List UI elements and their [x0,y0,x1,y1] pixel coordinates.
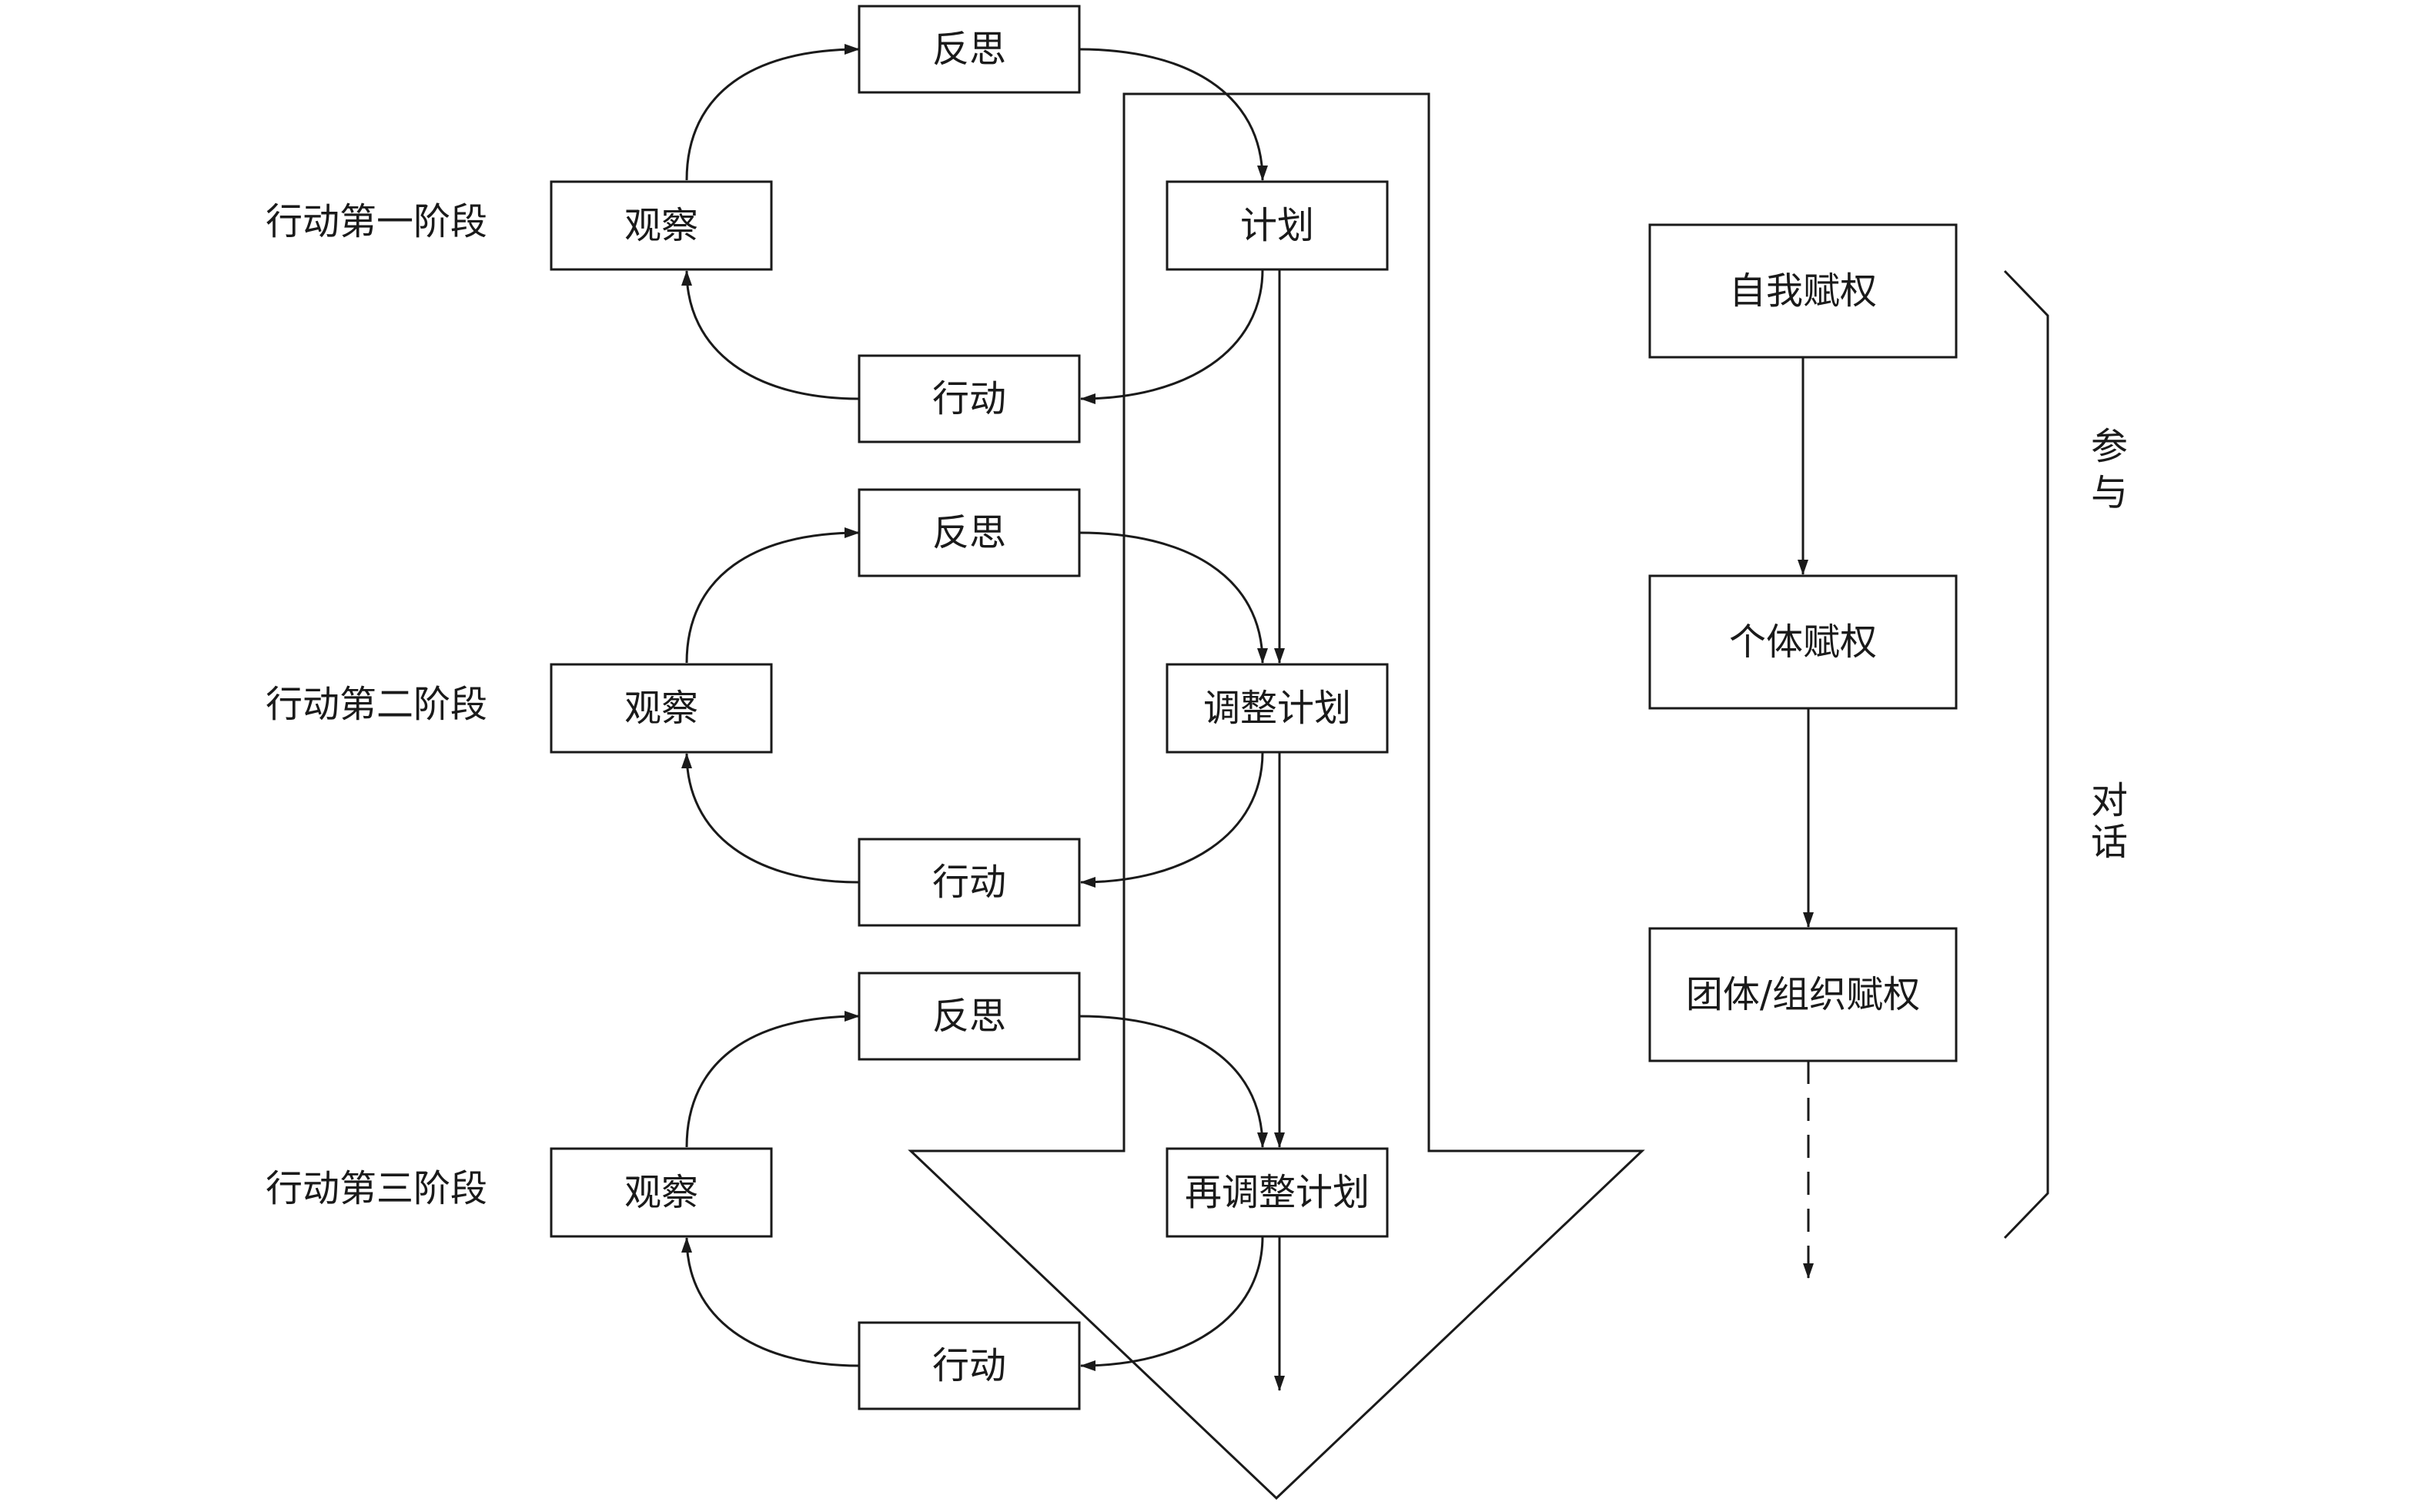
arrow-observe-to-reflect [685,527,860,664]
arrow-act-to-observe [681,270,860,400]
act-label-1: 行动 [932,377,1006,420]
arrow-reflect-to-plan [1079,48,1268,181]
plan-box-3 [1166,1147,1389,1238]
empowerment-label-group: 团体/组织赋权 [1686,973,1920,1016]
reflect-label-2: 反思 [932,511,1006,554]
act-box-1 [858,354,1081,443]
observe-box-2 [550,663,773,754]
empowerment-box-self [1648,223,1958,359]
right-bracket [2003,269,2049,1239]
act-box-3 [858,1321,1081,1410]
act-label-3: 行动 [932,1344,1006,1387]
stage-1-label: 行动第一阶段 [266,200,487,243]
arrow-reflect-to-plan [1079,531,1268,664]
reflect-box-3 [858,972,1081,1061]
arrow-reflect-to-plan [1079,1015,1268,1148]
reflect-box-2 [858,488,1081,577]
empowerment-box-group [1648,927,1958,1062]
arrow-observe-to-reflect [685,1011,860,1148]
dialogue-char-1: 对 [2091,779,2128,822]
reflect-label-3: 反思 [932,995,1006,1038]
arrow-plan-to-act [1080,269,1264,404]
big-down-arrow [908,92,1645,1500]
plan-label-2: 调整计划 [1203,687,1351,730]
observe-label-2: 观察 [624,687,698,730]
empowerment-column: 自我赋权 个体赋权 团体/组织赋权 [1648,223,1958,1279]
observe-label-1: 观察 [624,204,698,247]
dialogue-char-2: 话 [2091,821,2128,864]
arrow-observe-to-reflect [685,44,860,181]
empowerment-box-individual [1648,574,1958,710]
plan-label-3: 再调整计划 [1185,1171,1370,1214]
participation-char-2: 与 [2091,471,2128,514]
plan-label-1: 计划 [1240,204,1314,247]
empowerment-label-self: 自我赋权 [1729,269,1877,313]
participation-char-1: 参 [2091,425,2128,468]
stage-3-cycle: 行动第三阶段 反思 观察 再调整计划 行动 [266,972,1389,1410]
act-box-2 [858,838,1081,927]
empowerment-label-individual: 个体赋权 [1729,621,1877,664]
plan-box-1 [1166,180,1389,271]
observe-box-1 [550,180,773,271]
stage-2-cycle: 行动第二阶段 反思 观察 调整计划 行动 [266,488,1389,927]
arrow-plan-to-act [1080,751,1264,888]
arrow-act-to-observe [681,753,860,884]
reflect-box-1 [858,5,1081,94]
arrow-plan-to-act [1080,1236,1264,1371]
stage-3-label: 行动第三阶段 [266,1167,487,1210]
observe-box-3 [550,1147,773,1238]
plan-box-2 [1166,663,1389,754]
act-label-2: 行动 [932,861,1006,904]
stage-2-label: 行动第二阶段 [266,683,487,726]
stage-1-cycle: 行动第一阶段 反思 观察 计划 行动 [266,5,1389,443]
observe-label-3: 观察 [624,1171,698,1214]
arrow-act-to-observe [681,1237,860,1367]
reflect-label-1: 反思 [932,28,1006,71]
